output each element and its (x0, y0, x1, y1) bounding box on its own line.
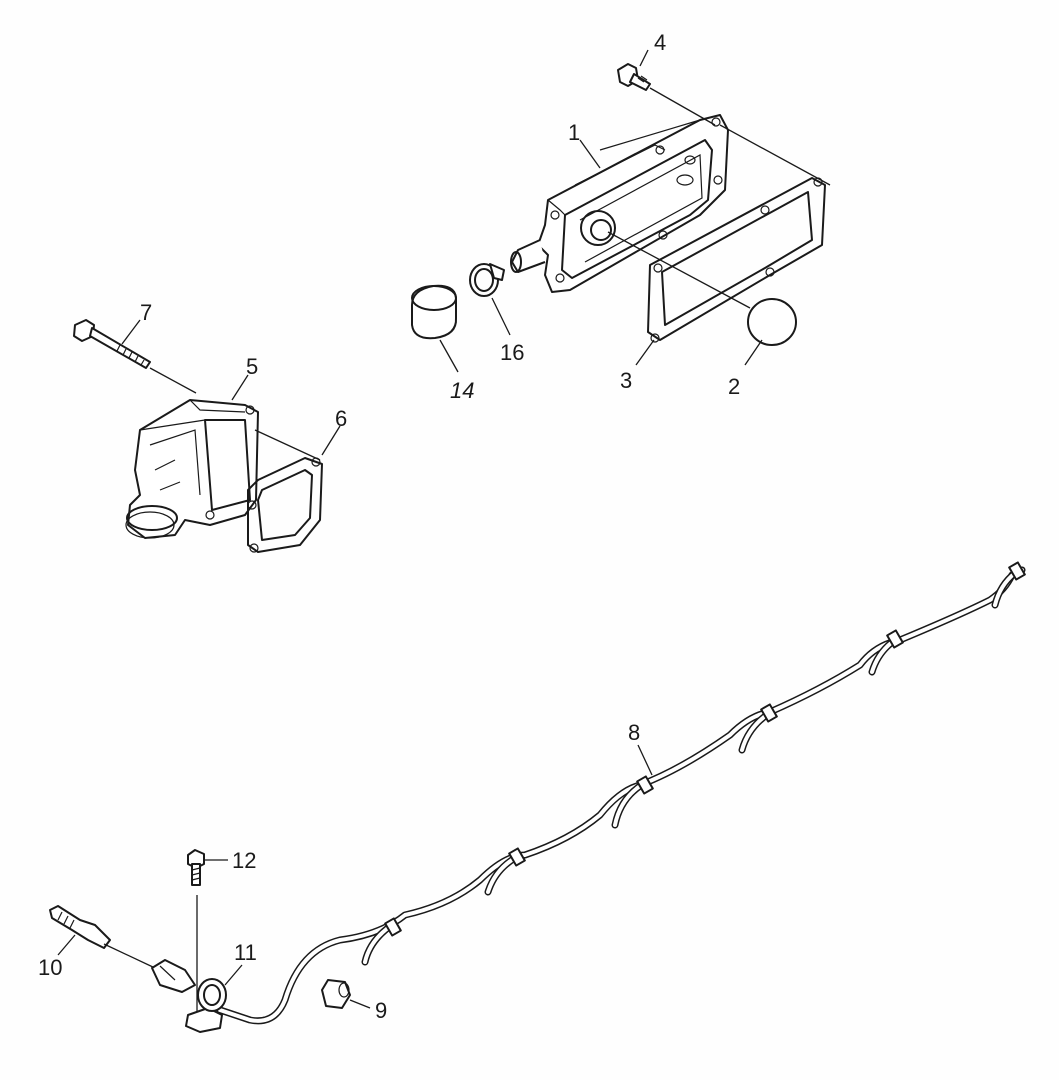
callout-8: 8 (628, 720, 640, 745)
callout-14: 14 (450, 378, 474, 403)
part-6-gasket (247, 457, 323, 553)
part-2-cap (607, 231, 797, 346)
callout-9: 9 (375, 998, 387, 1023)
part-12-bolt (187, 849, 228, 1012)
leader-6 (321, 425, 341, 456)
leader-7 (121, 319, 141, 345)
part-4-bolt (617, 63, 716, 126)
leader-2 (744, 339, 763, 366)
part-1-outlet-housing (510, 114, 729, 293)
part-10-connector (151, 959, 196, 993)
part-8-harness (216, 561, 1026, 1025)
leader-14 (439, 339, 459, 373)
part-10-sensor-probe (49, 905, 156, 969)
callout-6: 6 (335, 406, 347, 431)
leader-4 (639, 49, 649, 67)
part-14-sleeve (411, 284, 458, 340)
part-5-thermostat-housing (125, 399, 321, 539)
callout-12: 12 (232, 848, 256, 873)
leader-1 (579, 139, 601, 169)
callout-7: 7 (140, 300, 152, 325)
callout-5: 5 (246, 354, 258, 379)
callout-10: 10 (38, 955, 62, 980)
callout-1: 1 (568, 120, 580, 145)
callout-2: 2 (728, 374, 740, 399)
leader-5 (231, 374, 249, 401)
part-16-clamp (469, 263, 505, 297)
part-11-clip (185, 964, 243, 1033)
part-7-bolt (73, 319, 197, 394)
part-3-gasket (647, 124, 831, 343)
callout-4: 4 (654, 30, 666, 55)
callout-11: 11 (234, 940, 257, 965)
leader-3 (635, 339, 655, 366)
part-9-sensor (321, 979, 371, 1009)
leader-16 (491, 297, 511, 336)
callout-3: 3 (620, 368, 632, 393)
callout-16: 16 (500, 340, 524, 365)
